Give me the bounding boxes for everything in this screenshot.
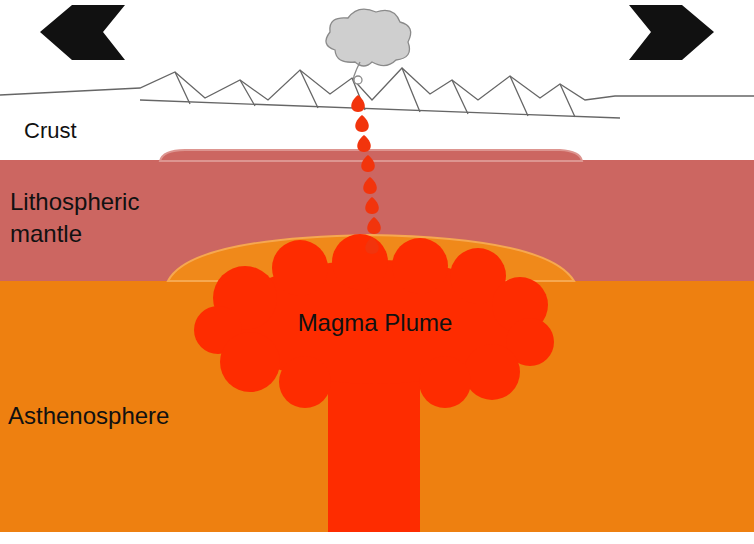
left-arrow bbox=[40, 5, 125, 60]
crust-layer: Crust bbox=[18, 110, 128, 152]
asthenosphere-layer: Asthenosphere bbox=[2, 394, 202, 438]
ash-cloud bbox=[326, 9, 411, 84]
magma-plume bbox=[194, 234, 554, 532]
layer-label: Magma Plume bbox=[279, 307, 471, 339]
layer-label: Lithospheric mantle bbox=[10, 186, 178, 251]
magma-plume-shape: Magma Plume bbox=[275, 303, 475, 343]
right-arrow bbox=[629, 5, 714, 60]
layer-label: Crust bbox=[24, 116, 122, 146]
magma-drops bbox=[351, 95, 381, 254]
layer-label: Asthenosphere bbox=[8, 400, 196, 432]
mountains bbox=[0, 68, 754, 118]
lithospheric-mantle-layer: Lithospheric mantle bbox=[4, 180, 184, 257]
asthenosphere-band bbox=[0, 280, 754, 532]
